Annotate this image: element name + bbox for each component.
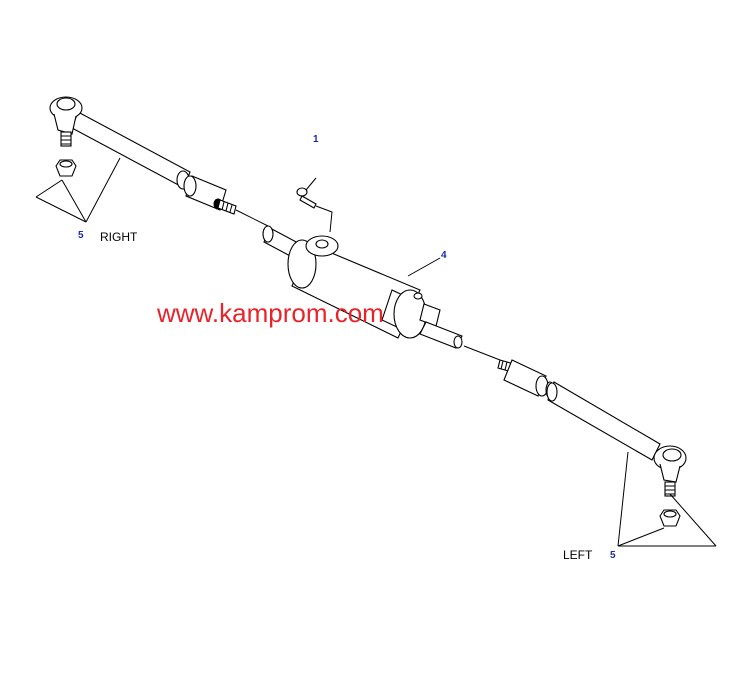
callout-right-end: 5	[78, 230, 84, 241]
label-left: LEFT	[563, 548, 593, 562]
left-castle-nut	[659, 509, 681, 527]
right-leader-lines	[35, 157, 121, 223]
left-tie-rod-end	[546, 381, 687, 497]
bolt	[296, 177, 333, 233]
left-adjusting-sleeve	[497, 359, 555, 399]
watermark: www.kamprom.com	[157, 298, 384, 328]
left-leader-lines	[617, 451, 717, 547]
left-centerline	[463, 345, 501, 361]
right-adjusting-sleeve	[183, 175, 237, 215]
steering-cylinder	[262, 225, 463, 349]
right-centerline	[235, 209, 269, 227]
label-right: RIGHT	[100, 230, 138, 244]
right-castle-nut	[55, 159, 77, 177]
right-tie-rod-end	[49, 96, 191, 190]
callout-left-end: 5	[610, 550, 616, 561]
callout-cylinder: 4	[441, 250, 447, 261]
callout-bolt: 1	[313, 134, 319, 145]
